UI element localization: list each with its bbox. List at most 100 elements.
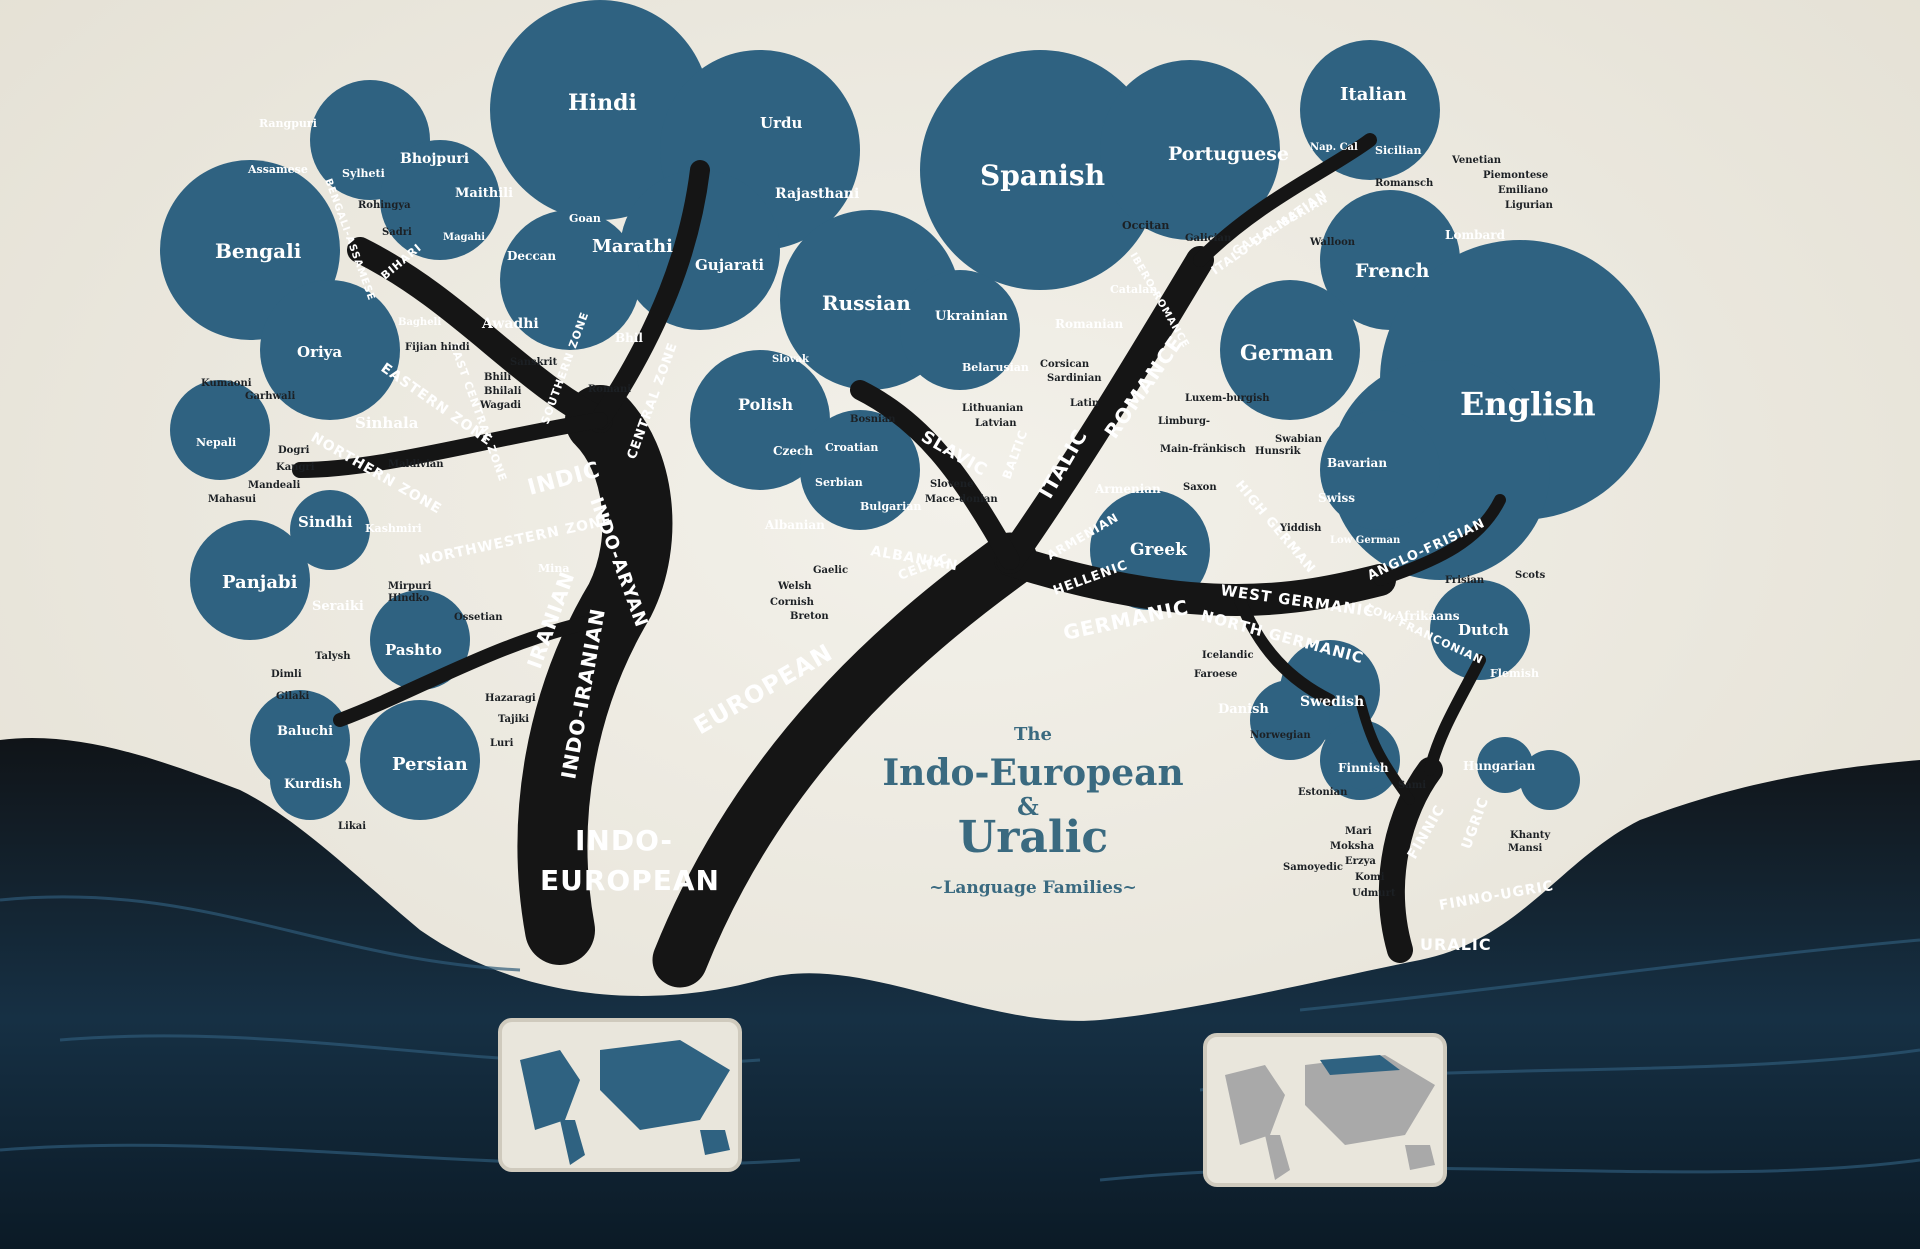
label-bhil: Bhil [615,331,643,345]
label-bhilali: Bhilali [484,386,522,397]
label-swedish: Swedish [1300,694,1364,710]
label-slovene: Slovene [930,479,974,490]
label-bagheli: Bagheli [398,317,441,328]
title-amp: & [1017,792,1039,821]
label-norwegian: Norwegian [1250,730,1311,741]
label-yiddish: Yiddish [1279,523,1322,534]
label-goan: Goan [569,212,601,225]
label-cornish: Cornish [770,597,815,608]
label-dogri: Dogri [278,445,310,456]
label-serbian: Serbian [815,476,863,489]
label-catalan: Catalan [1110,283,1157,296]
label-latin: Latin [1070,398,1100,409]
label-tajiki: Tajiki [498,714,529,725]
label-english: English [1460,385,1596,423]
title-block: The Indo-European & Uralic ~Language Fam… [882,724,1183,898]
label-fijian-hindi: Fijian hindi [405,342,470,353]
label-mahasui: Mahasui [208,494,256,505]
label-corsican: Corsican [1040,359,1090,370]
label-bosnian: Bosnian [850,414,896,425]
label-french: French [1355,260,1430,282]
label-ossetian: Ossetian [454,612,503,623]
title-line1: Indo-European [882,752,1183,794]
label-nap-cal: Nap. Cal [1310,142,1358,153]
label-mina: Mina [538,562,569,575]
label-hindko: Hindko [388,593,429,604]
label-lithuanian: Lithuanian [962,403,1024,414]
label-hunsrik: Hunsrik [1255,446,1302,457]
label-kashmiri: Kashmiri [365,522,422,535]
label-russian: Russian [822,291,911,315]
label-sami: Sami [1398,780,1426,791]
label-bavarian: Bavarian [1327,456,1387,470]
label-greek: Greek [1130,540,1188,560]
label-scots: Scots [1515,570,1546,581]
label-hazaragi: Hazaragi [485,693,536,704]
label-emiliano: Emiliano [1498,185,1548,196]
label-panjabi: Panjabi [222,572,298,593]
label-sinhala: Sinhala [355,414,419,432]
label-persian: Persian [392,754,468,775]
label-swabian: Swabian [1275,434,1323,445]
label-polish: Polish [738,395,793,414]
label-pashto: Pashto [385,641,442,659]
label-finnish: Finnish [1338,761,1389,775]
label-breton: Breton [790,611,829,622]
label-italian: Italian [1340,84,1407,105]
label-rohingya: Rohingya [358,200,411,211]
label-rangpuri: Rangpuri [259,117,317,130]
indo-european-world-map [498,1018,742,1172]
label-faroese: Faroese [1194,669,1237,680]
label-mandeali: Mandeali [248,480,300,491]
label-luxemburgish: Luxem-burgish [1185,393,1270,404]
label-garhwali: Garhwali [245,391,295,402]
label-low-german: Low German [1330,535,1401,546]
language-labels: Hindi Urdu Rajasthani Gujarati Marathi B… [196,84,1596,792]
label-sanskrit: Sanskrit [510,357,558,368]
label-czech: Czech [773,444,813,458]
label-awadhi: Awadhi [481,316,539,332]
label-mari: Mari [1345,826,1372,837]
label-khanty: Khanty [1510,830,1551,841]
label-belarusian: Belarusian [962,361,1029,374]
label-gilaki: Gilaki [276,691,310,702]
label-kumaoni: Kumaoni [201,378,252,389]
label-albanian: Albanian [764,518,825,532]
label-likai: Likai [338,821,366,832]
label-nepali: Nepali [196,436,236,449]
label-bulgarian: Bulgarian [860,500,921,513]
label-erzya: Erzya [1345,856,1376,867]
label-bhojpuri: Bhojpuri [400,151,469,167]
label-slovak: Slovak [772,354,810,365]
label-mansi: Mansi [1508,843,1542,854]
label-deccan: Deccan [507,249,556,263]
root-indo-european-1: INDO- [575,824,673,857]
label-croatian: Croatian [825,441,878,454]
label-icelandic: Icelandic [1202,650,1254,661]
label-lombard: Lombard [1445,228,1506,242]
label-romanian: Romanian [1055,317,1124,331]
root-indo-european-2: EUROPEAN [540,864,720,897]
label-swiss: Swiss [1318,491,1355,505]
label-afrikaans: Afrikaans [1394,609,1460,623]
trunk [292,133,1506,988]
label-romani: Romani [588,384,631,395]
label-walloon: Walloon [1309,237,1356,248]
label-welsh: Welsh [777,581,812,592]
label-macedonian: Mace-donian [925,494,998,505]
label-german: German [1240,340,1333,365]
label-flemish: Flemish [1490,667,1539,680]
label-romansch: Romansch [1375,178,1434,189]
label-maldivian: Maldivian [388,459,444,470]
label-occitan: Occitan [1122,219,1169,232]
label-gaelic: Gaelic [813,565,848,576]
label-latvian: Latvian [975,418,1017,429]
label-armenian: Armenian [1094,482,1161,496]
label-kurdish: Kurdish [284,777,343,792]
label-komi: Komi [1355,872,1385,883]
label-sicilian: Sicilian [1375,144,1421,157]
minor-language-labels: Rohingya Sadri Fijian hindi Sanskrit Bhi… [201,155,1554,899]
label-baluchi: Baluchi [277,724,333,739]
